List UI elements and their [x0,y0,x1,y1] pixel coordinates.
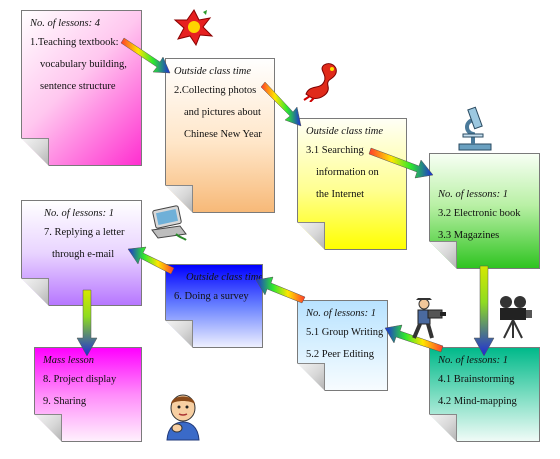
card-line: and pictures about [184,107,261,118]
card-line: 3.1 Searching [306,145,364,156]
laptop-clipart-icon [151,205,187,241]
microscope-clipart-icon [458,106,492,151]
card-line: 4.2 Mind-mapping [438,396,517,407]
card-line: 8. Project display [43,374,117,385]
arrow-step2-to-step3 [260,81,302,127]
cameraman-clipart-icon [412,298,446,339]
arrow-step3-to-step4 [368,147,434,179]
dragon-clipart-icon [303,63,337,102]
card-line: 5.1 Group Writing [306,327,384,338]
arrow-step1-to-step2 [120,37,171,74]
card-line: 6. Doing a survey [174,291,249,302]
card-line: vocabulary building, [40,59,127,70]
card-line: 3.2 Electronic book [438,208,521,219]
card-heading: No. of lessons: 4 [30,18,101,29]
card-line: 7. Replying a letter [44,227,125,238]
card-heading: No. of lessons: 1 [44,208,115,219]
card-heading: Outside class time [306,126,383,137]
card-line: information on [316,167,379,178]
card-heading: No. of lessons: 1 [306,308,377,319]
card-heading: No. of lessons: 1 [438,189,509,200]
card-line: 1.Teaching textbook: [30,37,119,48]
arrow-step4b-to-step5 [384,324,444,353]
card-line: 9. Sharing [43,396,87,407]
film-camera-clipart-icon [500,296,532,339]
card-line: the Internet [316,189,365,200]
arrow-step4-to-step4b [473,265,495,357]
card-line: through e-mail [52,249,115,260]
arrow-step7-to-step8 [76,289,98,357]
card-heading: Outside class time [174,66,251,77]
card-line: Chinese New Year [184,129,262,140]
card-line: 4.1 Brainstorming [438,374,515,385]
card-line: 2.Collecting photos [174,85,257,96]
card-heading: Mass lesson [43,355,95,366]
firecracker-clipart-icon [173,9,214,46]
card-line: 3.3 Magazines [438,230,500,241]
card-line: 5.2 Peer Editing [306,349,374,360]
card-heading: No. of lessons: 1 [438,355,509,366]
arrow-step6-to-step7 [127,246,175,275]
step-card-8-project-display: Mass lesson 8. Project display 9. Sharin… [34,347,142,442]
boy-thinking-clipart-icon [166,394,200,441]
card-line: sentence structure [40,81,116,92]
card-heading: Outside class time [186,272,263,283]
arrow-step5-to-step6 [255,276,306,304]
